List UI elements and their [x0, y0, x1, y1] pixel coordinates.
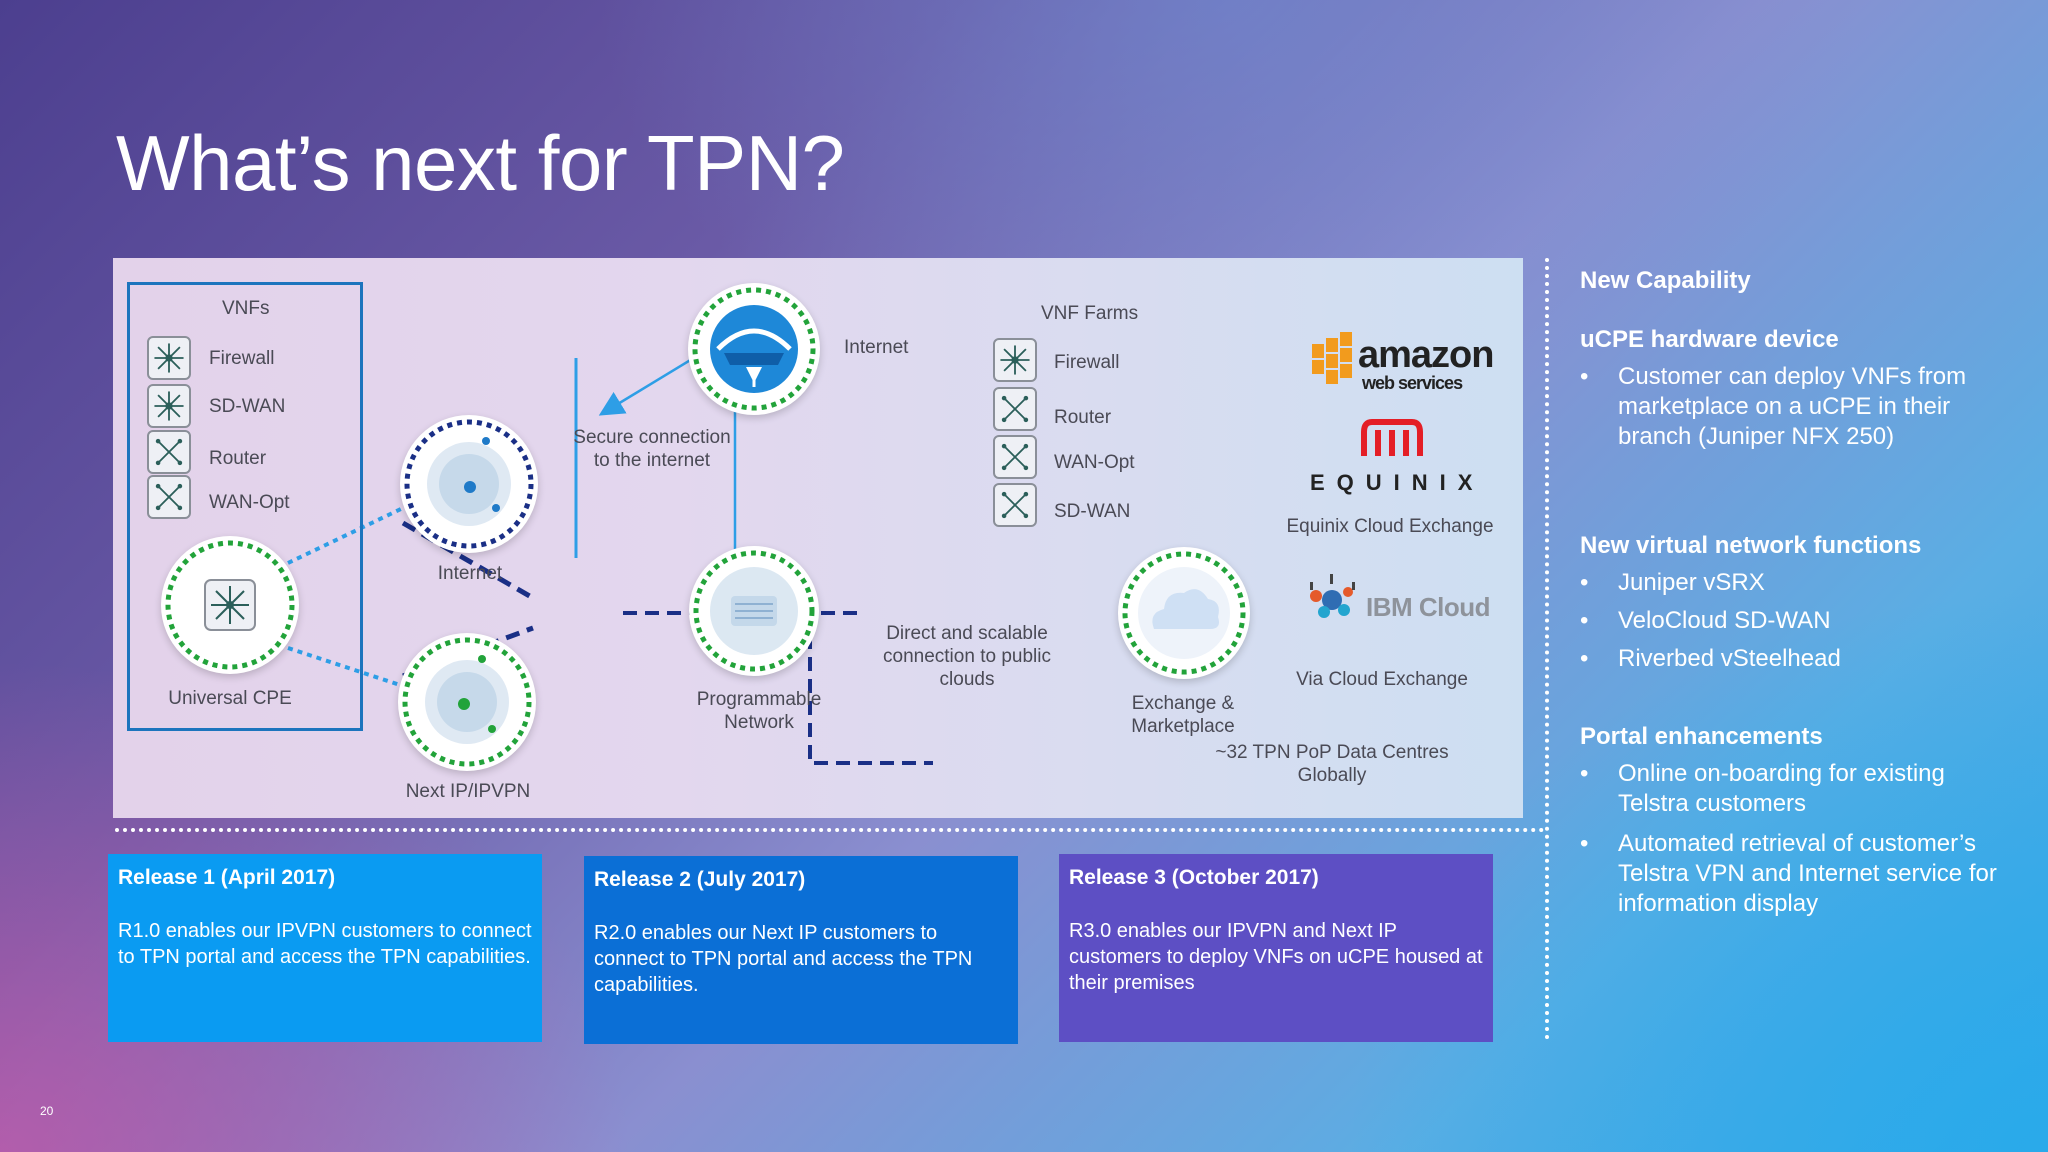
internet-node-label: Internet — [437, 563, 503, 584]
exchange-label: Exchange & Marketplace — [1131, 693, 1235, 737]
farm-label-firewall: Firewall — [1054, 352, 1120, 373]
bullet-item: Automated retrieval of customer’s Telstr… — [1580, 829, 2000, 919]
equinix-label: Equinix Cloud Exchange — [1286, 516, 1494, 537]
vnf-group-box — [127, 282, 363, 731]
amazon-logo-sub: web services — [1362, 373, 1463, 393]
bullet-item: Riverbed vSteelhead — [1580, 644, 2000, 674]
sidebar-section-ucpe: uCPE hardware device Customer can deploy… — [1580, 326, 2000, 452]
vnf-label-firewall: Firewall — [209, 348, 275, 369]
release-3-body: R3.0 enables our IPVPN and Next IP custo… — [1069, 920, 1483, 994]
universal-cpe-label: Universal CPE — [168, 688, 292, 709]
amazon-web-services-logo: amazon web services — [1310, 330, 1494, 396]
equinix-logo-text: EQUINIX — [1310, 470, 1485, 495]
sidebar-heading: New Capability — [1580, 267, 1751, 294]
bullet-item: Online on-boarding for existing Telstra … — [1580, 759, 2000, 819]
wan-opt-icon — [147, 475, 191, 519]
programmable-network-label: Programmable Network — [696, 689, 822, 733]
router-icon — [147, 430, 191, 474]
vnf-label-router: Router — [209, 448, 267, 469]
internet-top-label: Internet — [844, 337, 909, 358]
horizontal-divider — [115, 828, 1545, 832]
bullet-item: VeloCloud SD-WAN — [1580, 606, 2000, 636]
next-ip-label: Next IP/IPVPN — [405, 781, 531, 802]
release-2-card: Release 2 (July 2017) R2.0 enables our N… — [584, 856, 1018, 1044]
sd-wan-icon — [147, 384, 191, 428]
vnf-label-wan-opt: WAN-Opt — [209, 492, 290, 513]
slide-title: What’s next for TPN? — [116, 119, 845, 207]
firewall-icon — [147, 336, 191, 380]
farm-sd-wan-icon — [993, 483, 1037, 527]
release-2-body: R2.0 enables our Next IP customers to co… — [594, 922, 973, 996]
exchange-node — [1118, 547, 1250, 679]
release-1-card: Release 1 (April 2017) R1.0 enables our … — [108, 854, 542, 1042]
programmable-network-node — [689, 546, 819, 676]
sidebar-section-vnfs: New virtual network functions Juniper vS… — [1580, 532, 2000, 674]
farm-router-icon — [993, 387, 1037, 431]
farm-label-router: Router — [1054, 407, 1112, 428]
section-title: New virtual network functions — [1580, 532, 1922, 559]
vertical-divider — [1545, 258, 1549, 1040]
section-title: uCPE hardware device — [1580, 326, 1839, 353]
farm-label-wan-opt: WAN-Opt — [1054, 452, 1135, 473]
pop-label: ~32 TPN PoP Data Centres Globally — [1215, 742, 1449, 786]
release-3-title: Release 3 (October 2017) — [1069, 866, 1319, 889]
internet-globe-node — [688, 283, 820, 415]
vnf-farms-heading: VNF Farms — [1041, 303, 1139, 324]
equinix-mark-icon — [1358, 418, 1426, 458]
sidebar-section-portal: Portal enhancements Online on-boarding f… — [1580, 723, 2000, 919]
universal-cpe-node — [161, 536, 299, 674]
farm-firewall-icon — [993, 338, 1037, 382]
page-number: 20 — [40, 1104, 54, 1118]
vnfs-heading: VNFs — [222, 298, 270, 319]
release-1-title: Release 1 (April 2017) — [118, 866, 336, 889]
bullet-item: Juniper vSRX — [1580, 568, 2000, 598]
next-ip-node — [398, 633, 536, 771]
section-title: Portal enhancements — [1580, 723, 1823, 750]
bullet-item: Customer can deploy VNFs from marketplac… — [1580, 362, 2000, 452]
amazon-logo-text: amazon — [1358, 334, 1494, 376]
secure-connection-label: Secure connection to the internet — [573, 427, 731, 471]
via-cloud-label: Via Cloud Exchange — [1296, 669, 1468, 690]
farm-label-sd-wan: SD-WAN — [1054, 501, 1131, 522]
direct-connection-label: Direct and scalable connection to public… — [883, 623, 1051, 690]
ibm-cloud-logo — [1296, 570, 1496, 632]
release-3-card: Release 3 (October 2017) R3.0 enables ou… — [1059, 854, 1493, 1042]
ibm-logo-text: IBM Cloud — [1366, 592, 1491, 622]
vnf-label-sd-wan: SD-WAN — [209, 396, 286, 417]
release-1-body: R1.0 enables our IPVPN customers to conn… — [118, 920, 532, 968]
internet-node — [400, 415, 538, 553]
release-2-title: Release 2 (July 2017) — [594, 868, 806, 891]
farm-wan-opt-icon — [993, 435, 1037, 479]
